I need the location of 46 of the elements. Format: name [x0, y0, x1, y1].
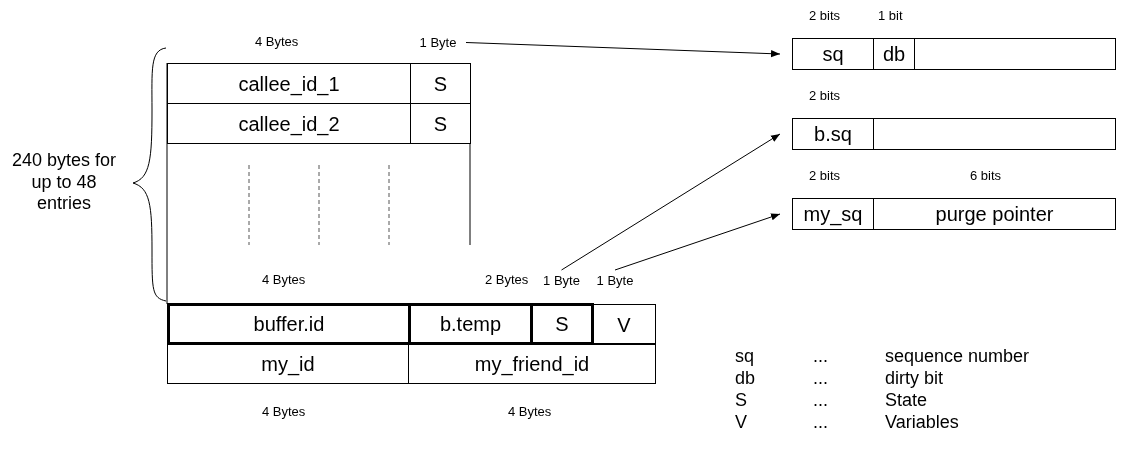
legend-term: V [735, 412, 747, 434]
legend-term: S [735, 390, 747, 412]
legend-definition: State [885, 390, 928, 412]
legend-dots: ... [813, 346, 828, 368]
size-label: 4 Bytes [508, 404, 552, 420]
highlighted-field: b.temp [408, 303, 533, 345]
empty-field [914, 38, 1116, 70]
legend-dots: ... [813, 390, 828, 412]
highlighted-field: buffer.id [167, 303, 411, 345]
size-label: 1 Byte [414, 34, 462, 51]
brace-note: 240 bytes for up to 48 entries [10, 150, 118, 215]
size-label: 6 bits [970, 168, 1002, 184]
size-label: 4 Bytes [262, 404, 306, 420]
table-field: V [592, 304, 656, 345]
table-field: sq [792, 38, 874, 70]
arrow [614, 213, 781, 271]
legend-definition: Variables [885, 412, 959, 434]
size-label: 2 bits [809, 88, 841, 104]
table-field: callee_id_2 [167, 103, 411, 144]
table-field: callee_id_1 [167, 63, 411, 104]
table-field: my_id [167, 343, 409, 384]
table-field: S [410, 103, 471, 144]
legend-definition: dirty bit [885, 368, 944, 390]
table-field: purge pointer [873, 198, 1116, 230]
legend-dots: ... [813, 368, 828, 390]
table-field: b.sq [792, 118, 874, 150]
size-label: 2 Bytes [485, 272, 529, 288]
arrow [561, 133, 781, 271]
legend-term: db [735, 368, 756, 390]
legend-definition: sequence number [885, 346, 1030, 368]
size-label: 1 Byte [538, 272, 585, 289]
size-label: 2 bits [809, 8, 841, 24]
table-field: my_sq [792, 198, 874, 230]
table-field: S [410, 63, 471, 104]
size-label: 1 bit [878, 8, 903, 24]
size-label: 2 bits [809, 168, 841, 184]
table-field: my_friend_id [408, 343, 656, 384]
size-label: 4 Bytes [262, 272, 306, 288]
size-label: 4 Bytes [255, 34, 299, 50]
table-field: db [873, 38, 915, 70]
legend-dots: ... [813, 412, 828, 434]
legend-term: sq [735, 346, 754, 368]
empty-field [873, 118, 1116, 150]
size-label: 1 Byte [590, 272, 640, 289]
arrow [465, 42, 781, 58]
highlighted-field: S [530, 303, 594, 345]
